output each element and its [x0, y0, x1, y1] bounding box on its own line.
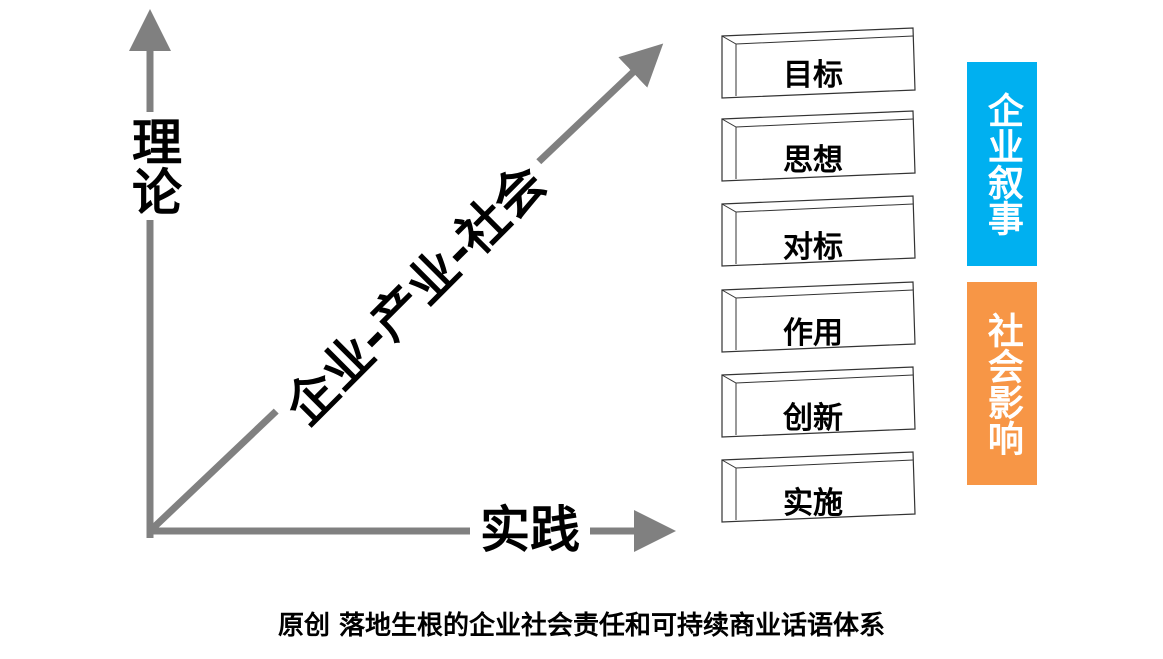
x-axis-label: 实践	[470, 505, 590, 555]
caption: 原创 落地生根的企业社会责任和可持续商业话语体系	[277, 611, 886, 641]
box-5	[721, 366, 916, 438]
y-axis-label: 理论	[118, 112, 182, 220]
side-bar-narrative: 企业叙事	[967, 62, 1037, 266]
side-bar-narrative-label: 企业叙事	[981, 92, 1023, 236]
box-4	[721, 281, 916, 353]
box-label-benchmark: 对标	[783, 230, 843, 265]
box-1	[721, 27, 916, 99]
box-stack	[721, 27, 916, 523]
box-label-thought: 思想	[783, 143, 843, 178]
side-bar-impact-label: 社会影响	[981, 311, 1023, 456]
box-6	[721, 451, 916, 523]
box-label-innovation: 创新	[783, 401, 843, 436]
box-3	[721, 195, 916, 267]
box-2	[721, 110, 916, 182]
box-label-function: 作用	[783, 316, 843, 351]
box-label-implementation: 实施	[783, 486, 843, 521]
box-label-goal: 目标	[783, 58, 843, 93]
side-bar-impact: 社会影响	[967, 282, 1037, 485]
